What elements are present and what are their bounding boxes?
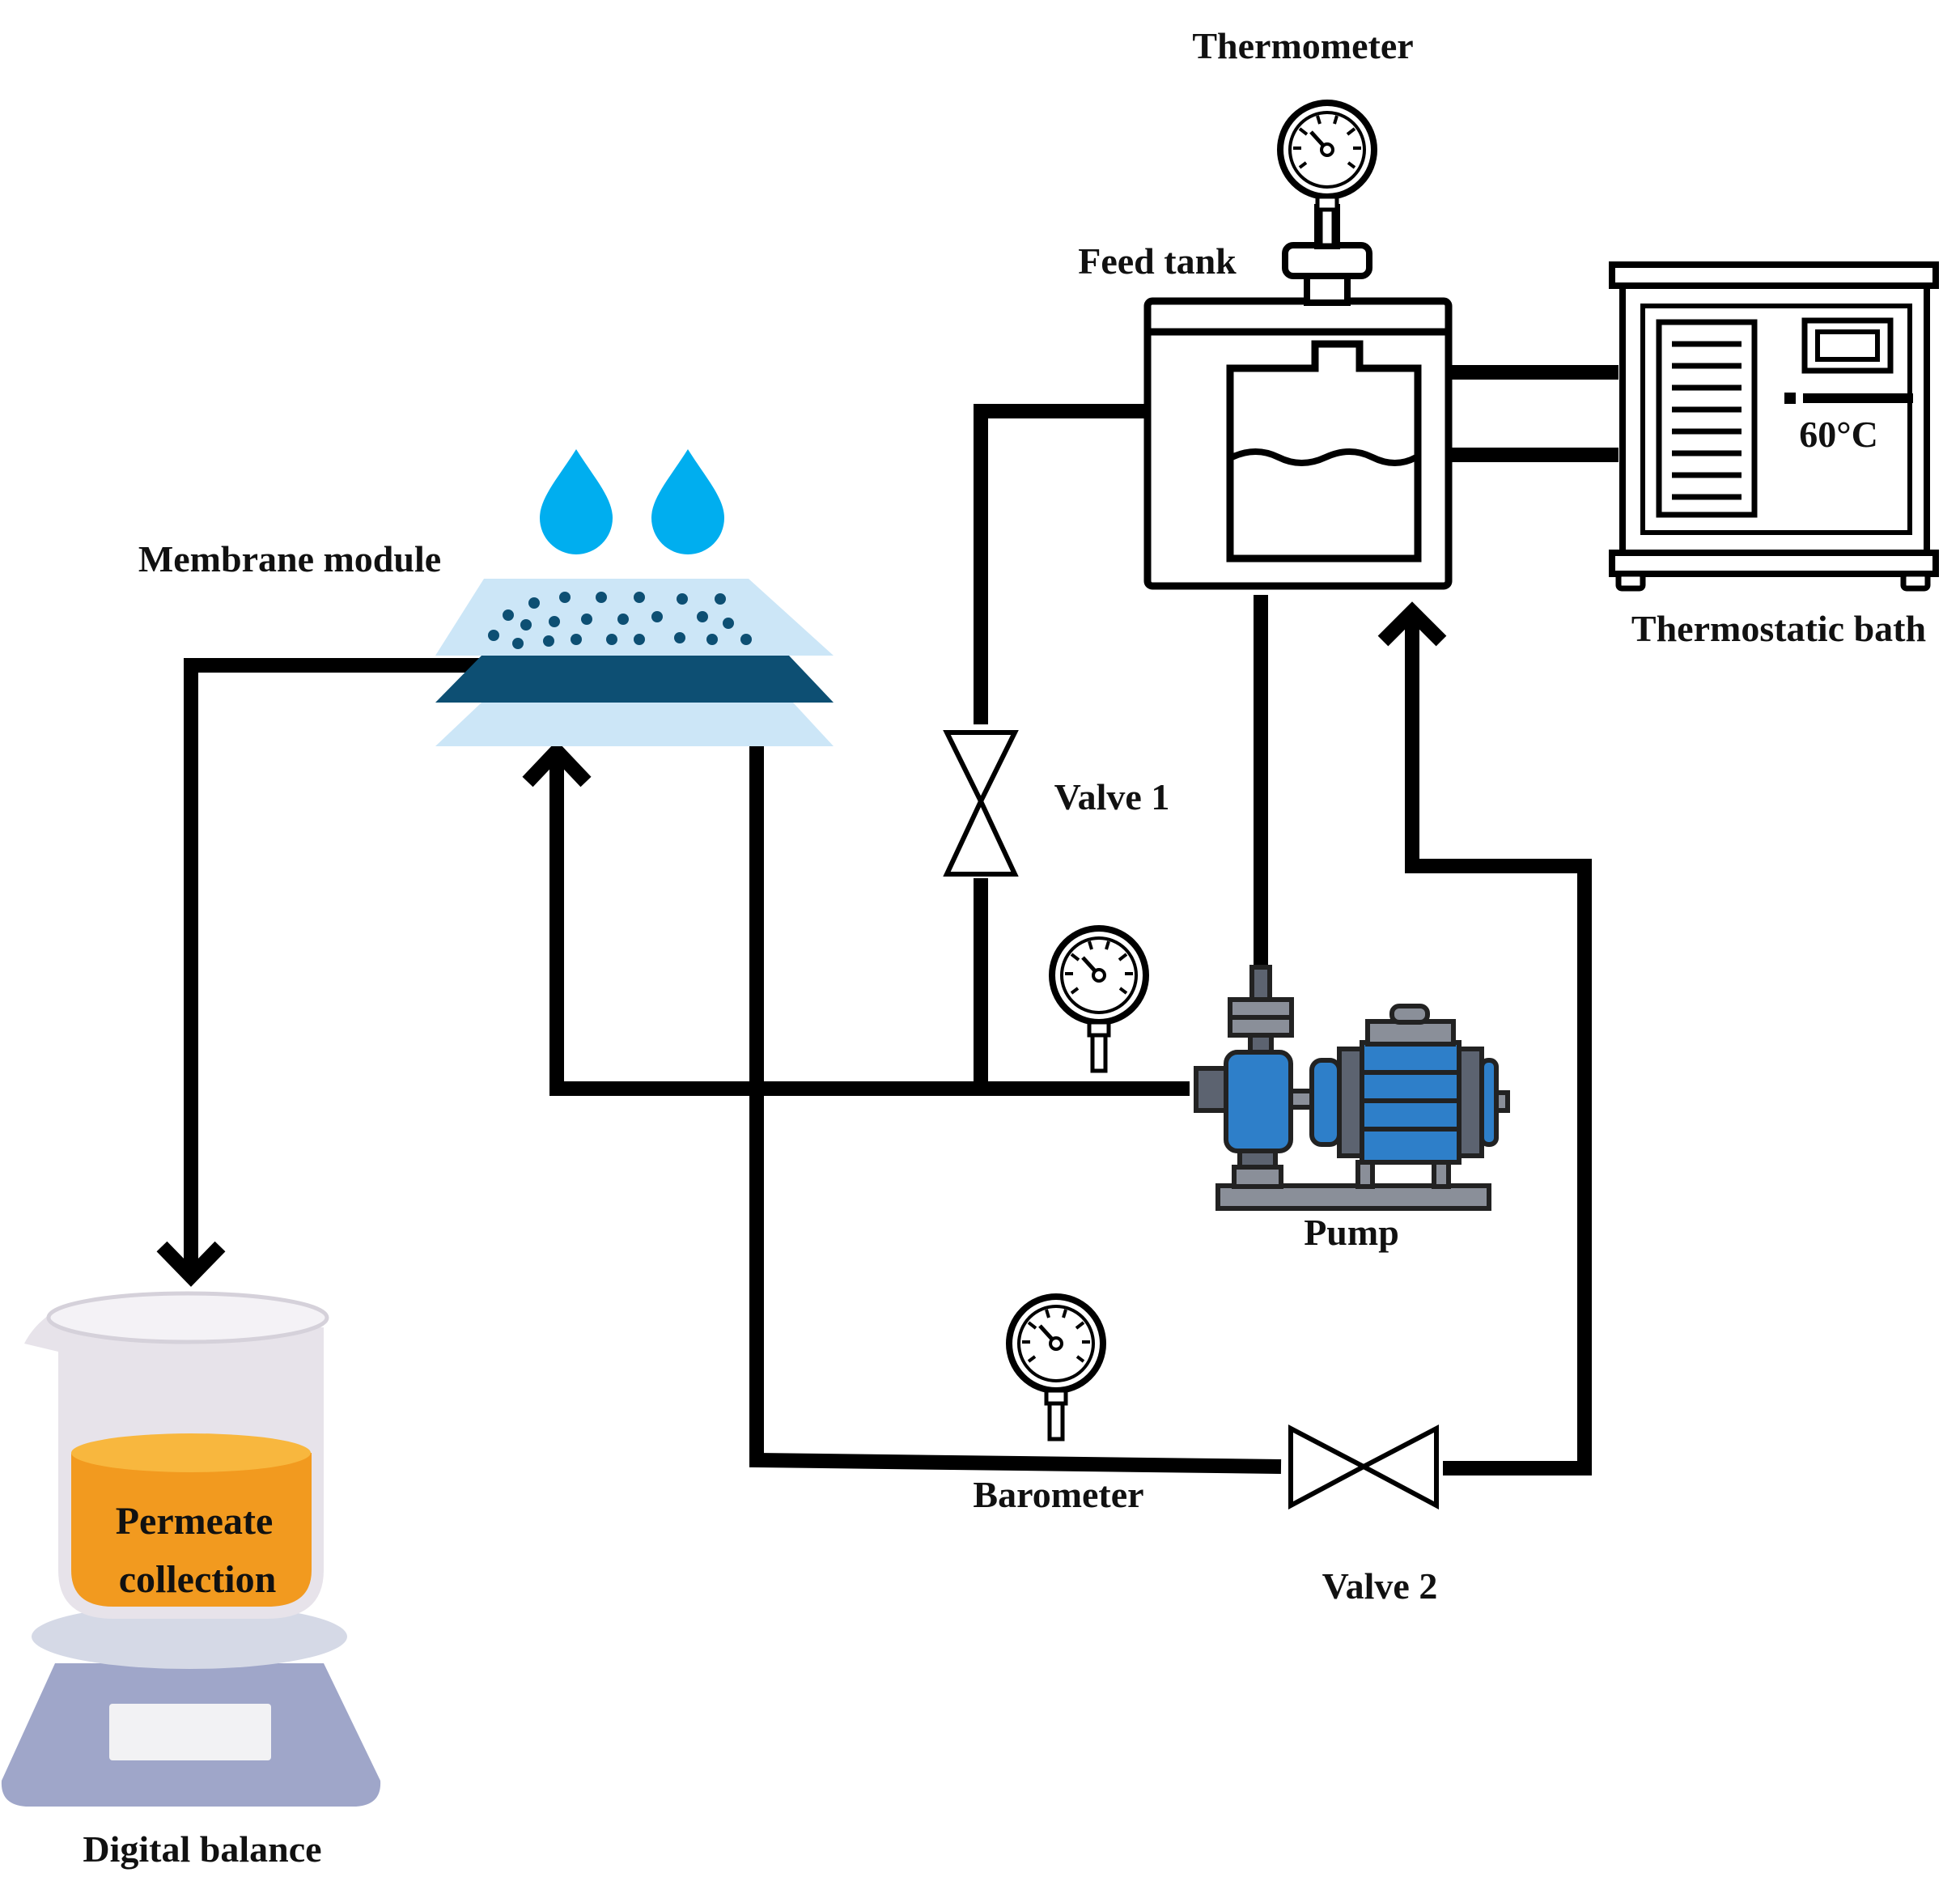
pump-inlet-flange-bottom	[1228, 1015, 1294, 1038]
bypass-pipe-upper	[974, 404, 1148, 724]
motor-end-cap-left	[1309, 1058, 1342, 1147]
pump-casing-pedestal	[1232, 1165, 1283, 1189]
feed-tank-inner-vessel	[1226, 340, 1422, 563]
thermostatic-bath-label: Thermostatic bath	[1631, 608, 1926, 649]
bath-top-rim	[1609, 261, 1939, 289]
water-drop-left-icon	[540, 449, 613, 554]
bath-display-inner	[1815, 329, 1880, 362]
pump-inlet-flange-top	[1228, 997, 1294, 1020]
bath-vent-slats	[1672, 341, 1742, 500]
permeate-arrowhead	[156, 1241, 226, 1287]
pressure-gauge-icon	[1052, 928, 1146, 1071]
bath-vent-panel	[1656, 319, 1758, 518]
motor-lift-ring	[1389, 1004, 1430, 1025]
bath-bottom-rim	[1609, 550, 1939, 577]
thermometer-mount-collar	[1282, 242, 1372, 279]
bath-foot-left	[1615, 571, 1646, 592]
digital-balance-icon	[1, 1604, 381, 1807]
bath-foot-right	[1900, 571, 1931, 592]
permeate-pipe	[184, 658, 506, 1275]
motor-end-nub	[1494, 1090, 1510, 1113]
beaker-rim	[46, 1291, 329, 1344]
feed-tank-liquid-surface	[1230, 448, 1418, 466]
pump-casing	[1224, 1050, 1293, 1153]
valve-2-label: Valve 2	[1322, 1565, 1438, 1607]
motor-band-left	[1337, 1047, 1364, 1158]
membrane-top-layer	[435, 579, 834, 656]
thermostatic-bath	[1609, 261, 1939, 592]
barometer-label: Barometer	[973, 1474, 1143, 1515]
return-arrowhead	[1377, 601, 1447, 647]
barometer-gauge-icon	[1009, 1297, 1103, 1439]
retentate-pipe	[749, 741, 1282, 1474]
motor-foot-left	[1355, 1160, 1375, 1189]
pump-shaft	[1288, 1089, 1314, 1110]
membrane-module-label: Membrane module	[138, 538, 441, 580]
feed-arrowhead	[522, 740, 592, 788]
water-drop-right-icon	[651, 449, 724, 554]
membrane-active-layer	[435, 656, 834, 703]
pump-icon	[1194, 965, 1510, 1211]
balance-display	[109, 1704, 271, 1760]
balance-pan	[32, 1604, 347, 1669]
labels: Thermometer Feed tank 60°C Thermostatic …	[83, 25, 1926, 1870]
pump-base	[1215, 1183, 1491, 1211]
valve-1-icon	[943, 730, 1019, 877]
membrane-module	[435, 449, 834, 746]
beaker-icon	[24, 1291, 329, 1619]
thermometer-gauge-icon	[1280, 103, 1374, 245]
membrane-bottom-layer	[435, 703, 834, 746]
digital-balance-label: Digital balance	[83, 1828, 321, 1870]
valve-1-label: Valve 1	[1054, 776, 1170, 817]
motor-band-right	[1457, 1047, 1484, 1158]
motor-foot-right	[1432, 1160, 1451, 1189]
motor-top-housing	[1365, 1019, 1456, 1047]
membrane-solute-particles	[488, 592, 752, 649]
feed-tank-label: Feed tank	[1078, 240, 1237, 282]
pump-inlet-pipe	[1249, 965, 1272, 1002]
bath-indicator-square	[1784, 393, 1796, 404]
permeate-liquid	[71, 1453, 312, 1607]
bath-indicator-bar	[1803, 393, 1913, 403]
temperature-readout: 60°C	[1799, 414, 1878, 455]
feed-tank	[1143, 204, 1453, 590]
permeate-collection-label-line1: Permeate	[116, 1500, 274, 1543]
valve-2-icon	[1288, 1425, 1439, 1509]
pump-label: Pump	[1304, 1212, 1399, 1253]
permeate-liquid-surface	[71, 1433, 311, 1472]
return-pipe	[1405, 615, 1592, 1476]
thermometer-label: Thermometer	[1192, 25, 1413, 66]
permeate-collection-label-line2: collection	[119, 1558, 277, 1601]
pipes	[156, 365, 1618, 1476]
